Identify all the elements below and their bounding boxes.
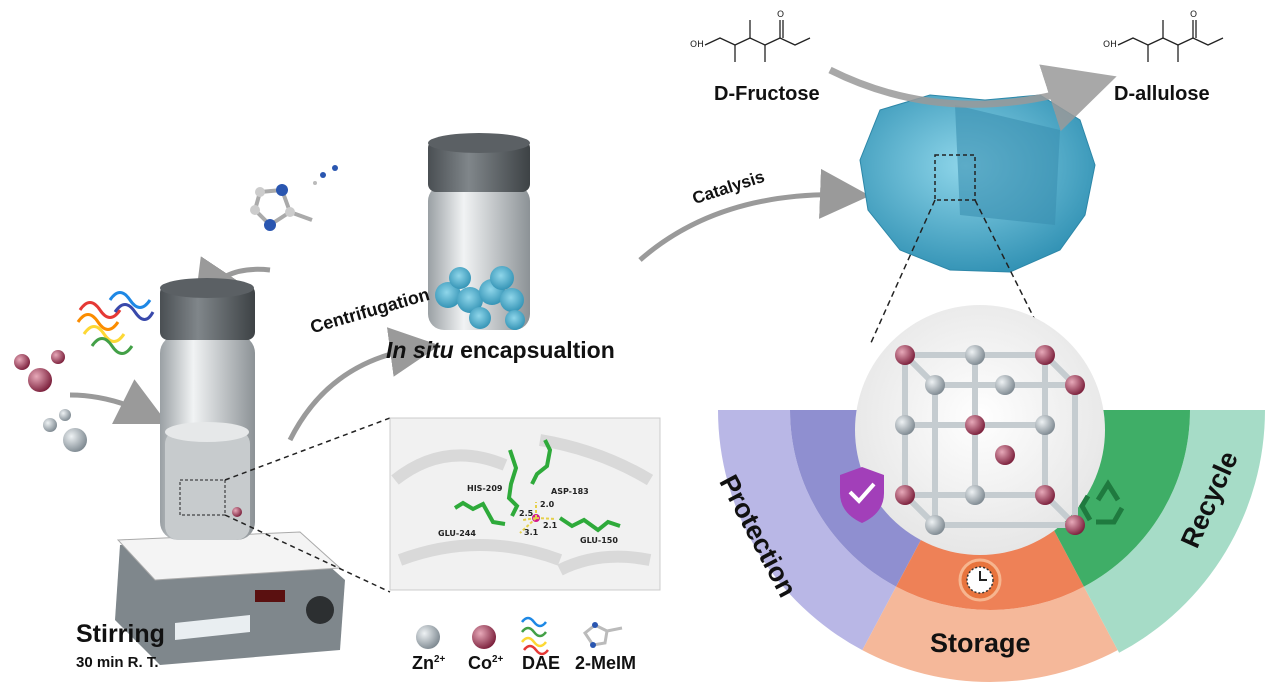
- enzyme-protein-icon: [76, 291, 155, 355]
- encapsulation-jar: [428, 133, 530, 330]
- legend-zinc-label: Zn2+: [412, 653, 445, 674]
- legend-2-meim-icon: [582, 622, 623, 648]
- encapsulation-text: encapsualtion: [453, 337, 615, 363]
- legend-zinc-base: Zn: [412, 653, 434, 673]
- mof-lattice-circle: [855, 305, 1105, 555]
- shield-check-icon: [840, 467, 884, 523]
- centrifugation-arrow: [287, 327, 440, 442]
- d-allulose-label: D-allulose: [1114, 83, 1210, 105]
- legend-cobalt-charge: 2+: [492, 654, 504, 665]
- mof-particle: [859, 94, 1096, 273]
- recycle-icon: [1079, 479, 1125, 525]
- cobalt-ions-icon: [14, 350, 65, 392]
- clock-icon: [958, 558, 1002, 602]
- distance-2-5: 2.5: [519, 509, 534, 518]
- protection-sector: [718, 410, 897, 651]
- encapsulation-label: In situ encapsualtion: [386, 337, 615, 364]
- storage-sector: [862, 586, 1118, 682]
- conversion-arrow: [828, 64, 1117, 132]
- distance-3-1: 3.1: [524, 528, 539, 537]
- reaction-jar: [160, 278, 255, 540]
- zoom-line-right: [974, 199, 1036, 321]
- zoom-line-lower: [224, 514, 391, 593]
- allulose-o-label: O: [1190, 10, 1198, 20]
- magnetic-stirrer: [115, 531, 345, 665]
- conditions-label: 30 min R. T.: [76, 654, 159, 671]
- zoom-line-upper: [224, 417, 391, 481]
- catalysis-arrow: [638, 168, 870, 262]
- fructose-oh-label: OH: [690, 40, 704, 50]
- legend-cobalt-icon: [472, 625, 496, 649]
- distance-2-0: 2.0: [540, 500, 555, 509]
- residue-glu-244: GLU-244: [438, 529, 476, 538]
- active-site-inset: [389, 417, 661, 591]
- fructose-o-label: O: [777, 10, 785, 20]
- legend-zinc-icon: [416, 625, 440, 649]
- legend-cobalt-label: Co2+: [468, 653, 503, 674]
- legend-dae-label: DAE: [522, 653, 561, 673]
- legend-2-meim-label: 2-MeIM: [575, 653, 637, 673]
- zoom-line-left: [869, 199, 936, 346]
- d-allulose-structure: [1117, 20, 1224, 62]
- legend-cobalt-base: Co: [468, 653, 492, 673]
- stirring-label: Stirring: [76, 620, 165, 648]
- distance-2-1: 2.1: [543, 521, 558, 530]
- recycle-sector: [1083, 410, 1265, 653]
- storage-label: Storage: [930, 628, 1031, 658]
- residue-asp-183: ASP-183: [551, 487, 589, 496]
- legend-dae-icon: [521, 616, 549, 656]
- in-situ-text: In situ: [386, 337, 454, 363]
- d-fructose-label: D-Fructose: [714, 83, 820, 105]
- allulose-oh-label: OH: [1103, 40, 1117, 50]
- recycle-inner-sector: [1036, 410, 1190, 587]
- d-fructose-structure: [704, 20, 811, 62]
- legend-zinc-charge: 2+: [434, 654, 446, 665]
- arrow-ions-to-jar: [69, 379, 168, 424]
- residue-glu-150: GLU-150: [580, 536, 618, 545]
- zinc-ions-icon: [43, 409, 87, 452]
- 2-methylimidazole-molecule-icon: [250, 165, 338, 231]
- residue-his-209: HIS-209: [467, 484, 503, 493]
